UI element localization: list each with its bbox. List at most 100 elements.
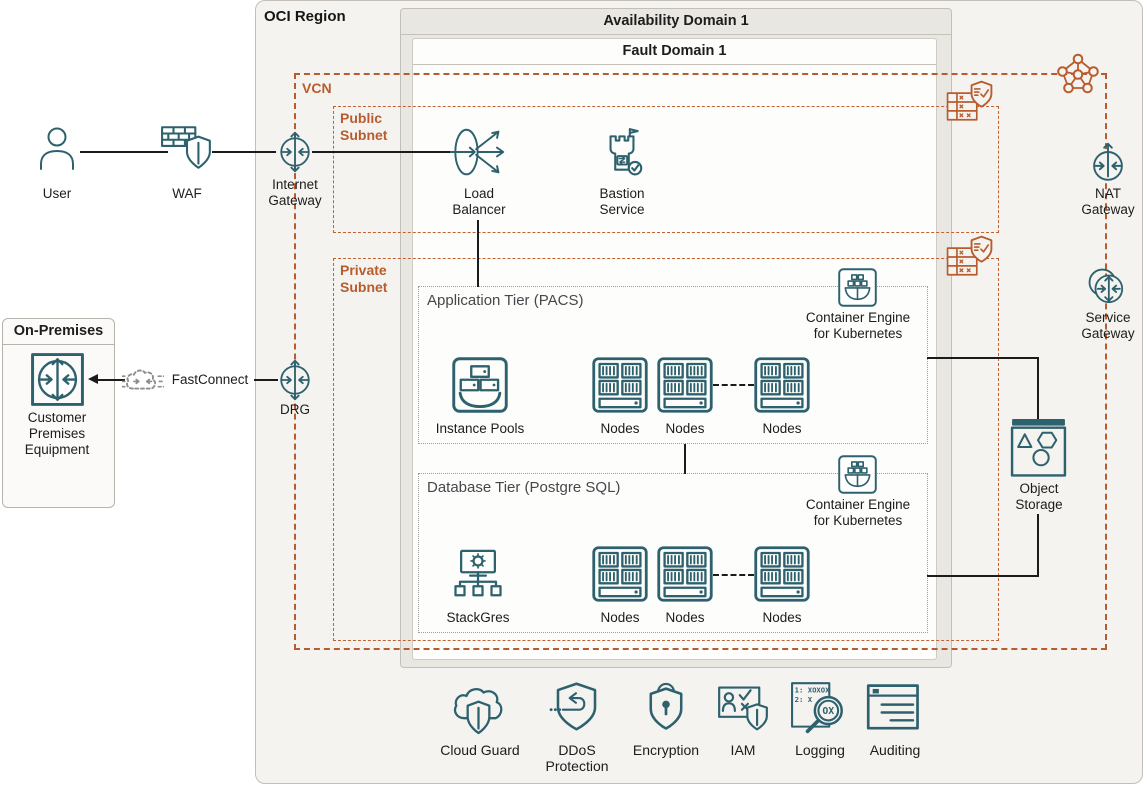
private-subnet-label-line1: Private	[340, 262, 387, 278]
fault-domain-title: Fault Domain 1	[413, 39, 936, 65]
cpe-label: Customer Premises Equipment	[25, 410, 90, 458]
nodes-icon-db-3	[754, 546, 810, 602]
oke-label-db-line1: Container Engine	[805, 497, 911, 512]
private-subnet-label: Private Subnet	[340, 262, 387, 295]
db-tier-box	[418, 473, 928, 633]
vcn-mesh-icon	[1056, 52, 1100, 96]
encryption-label: Encryption	[632, 742, 700, 758]
connector-apptier-dbtier	[684, 444, 686, 474]
logging-icon-line2: 2: X	[795, 695, 813, 704]
nodes-icon-app-3	[754, 357, 810, 413]
oke-label-db-line2: for Kubernetes	[813, 513, 903, 528]
logging-icon-lens-text: OX	[822, 706, 834, 717]
load-balancer-label-line2: Balancer	[452, 202, 506, 217]
oci-region-title: OCI Region	[264, 8, 346, 25]
public-subnet-label-line1: Public	[340, 110, 383, 126]
internet-gateway-label: Internet Gateway	[268, 177, 321, 209]
logging-label: Logging	[795, 742, 845, 758]
drg-icon	[273, 358, 317, 402]
connector-dbnodes-dashed	[713, 574, 754, 576]
connector-fastconnect-cpe	[97, 379, 125, 381]
cloud-guard-label: Cloud Guard	[440, 742, 520, 758]
stackgres-icon	[451, 546, 505, 604]
cpe-label-line2: Premises	[28, 426, 86, 441]
nodes-icon-app-2	[657, 357, 713, 413]
user-icon	[33, 124, 81, 172]
route-table-security-list-icon-public	[946, 80, 994, 124]
nat-gateway-label: NAT Gateway	[1081, 186, 1134, 218]
connector-objectstorage-dbtier-v	[1037, 514, 1039, 577]
nodes-icon-db-2	[657, 546, 713, 602]
load-balancer-label-line1: Load	[463, 186, 495, 201]
public-subnet-label: Public Subnet	[340, 110, 387, 143]
ddos-protection-label-line1: DDoS	[558, 742, 596, 758]
nodes-label-db-1: Nodes	[600, 610, 640, 625]
on-premises-box: On-Premises	[2, 318, 115, 508]
logging-icon: 1: XOXOX 2: X OX	[791, 682, 843, 734]
ddos-protection-label: DDoS Protection	[545, 742, 608, 774]
connector-apptier-objectstorage-h	[927, 357, 1039, 359]
load-balancer-icon	[450, 124, 512, 180]
waf-label: WAF	[172, 186, 202, 201]
vcn-label: VCN	[302, 80, 332, 96]
nodes-label-db-2: Nodes	[665, 610, 705, 625]
auditing-icon	[866, 682, 922, 734]
object-storage-icon	[1010, 417, 1067, 478]
bastion-service-label: Bastion Service	[599, 186, 644, 218]
nodes-label-db-3: Nodes	[762, 610, 802, 625]
oke-label-db: Container Engine for Kubernetes	[806, 497, 910, 529]
internet-gateway-label-line1: Internet	[272, 177, 318, 192]
private-subnet-boundary	[333, 258, 999, 641]
logging-icon-line1: 1: XOXOX	[795, 685, 830, 694]
service-gateway-label-line2: Gateway	[1081, 326, 1135, 341]
availability-domain-title: Availability Domain 1	[401, 9, 951, 35]
waf-icon	[160, 122, 214, 172]
connector-objectstorage-dbtier-h	[927, 575, 1039, 577]
db-tier-title: Database Tier (Postgre SQL)	[427, 479, 621, 496]
customer-premises-equipment-icon	[29, 351, 86, 408]
connector-user-waf	[80, 151, 168, 153]
drg-label: DRG	[280, 402, 310, 417]
nodes-icon-app-1	[592, 357, 648, 413]
connector-appnodes-dashed	[713, 384, 754, 386]
auditing-label: Auditing	[869, 742, 921, 758]
connector-fastconnect-drg	[254, 379, 278, 381]
oke-label-app: Container Engine for Kubernetes	[806, 310, 910, 342]
app-tier-title: Application Tier (PACS)	[427, 292, 584, 309]
bastion-service-label-line2: Service	[599, 202, 645, 217]
nodes-label-app-3: Nodes	[762, 421, 802, 436]
fastconnect-icon	[122, 361, 164, 399]
ddos-protection-icon	[549, 679, 604, 734]
service-gateway-label: Service Gateway	[1081, 310, 1134, 342]
route-table-security-list-icon-private	[946, 235, 994, 279]
public-subnet-label-line2: Subnet	[340, 126, 388, 143]
user-label: User	[42, 186, 72, 201]
public-subnet-boundary	[333, 106, 999, 233]
bastion-service-label-line1: Bastion	[599, 186, 645, 201]
fastconnect-label: FastConnect	[171, 372, 249, 387]
cloud-guard-icon	[450, 682, 507, 735]
object-storage-label-line1: Object	[1019, 481, 1059, 496]
nodes-label-app-2: Nodes	[665, 421, 705, 436]
app-tier-box	[418, 286, 928, 444]
nodes-icon-db-1	[592, 546, 648, 602]
object-storage-label-line2: Storage	[1015, 497, 1063, 512]
bastion-service-icon	[597, 126, 647, 178]
iam-label: IAM	[730, 742, 756, 758]
cpe-label-line3: Equipment	[24, 442, 90, 457]
oke-label-app-line1: Container Engine	[805, 310, 911, 325]
instance-pools-label: Instance Pools	[435, 421, 525, 436]
nat-gateway-icon	[1085, 139, 1131, 187]
on-premises-title: On-Premises	[3, 319, 114, 345]
iam-icon	[717, 681, 769, 731]
internet-gateway-icon	[273, 130, 317, 174]
oke-icon-db	[838, 455, 877, 494]
nat-gateway-label-line1: NAT	[1095, 186, 1121, 201]
ddos-protection-label-line2: Protection	[545, 758, 609, 774]
cpe-label-line1: Customer	[27, 410, 87, 425]
load-balancer-label: Load Balancer	[452, 186, 505, 218]
fastconnect-arrowhead	[88, 373, 98, 384]
stackgres-label: StackGres	[446, 610, 510, 625]
private-subnet-label-line2: Subnet	[340, 278, 388, 295]
